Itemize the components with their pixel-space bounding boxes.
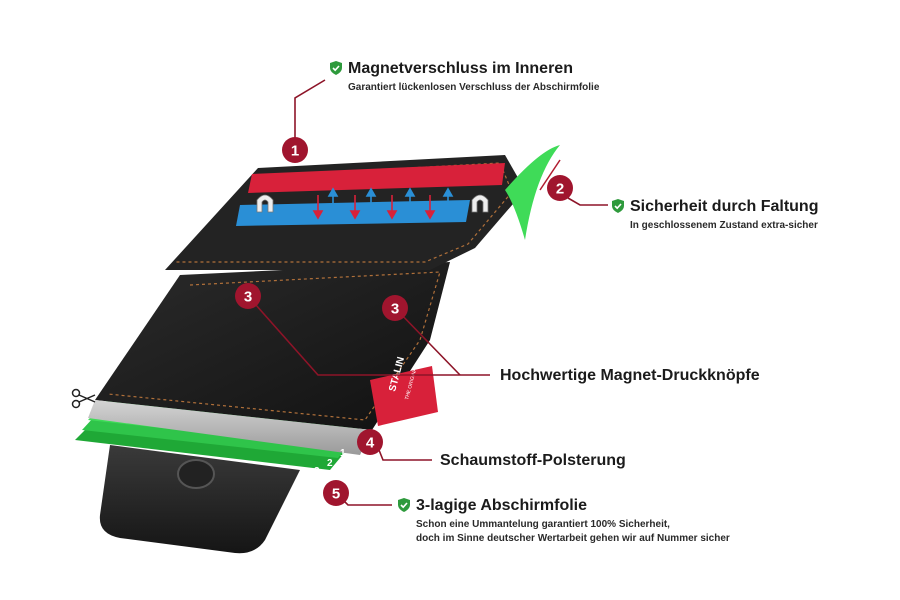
shield-check-icon [612,199,624,213]
foam-band [88,400,372,455]
callout-1-title: Magnetverschluss im Inneren [348,60,573,77]
callout-5-subtitle-line2: doch im Sinne deutscher Wertarbeit gehen… [416,533,730,544]
magnet-icon [256,194,274,213]
pouch-body [88,262,450,455]
callout-2: Sicherheit durch Faltung In geschlossene… [612,198,818,233]
shield-check-icon [330,61,342,75]
callout-5-subtitle-line1: Schon eine Ummantelung garantiert 100% S… [416,519,670,530]
callout-2-title: Sicherheit durch Faltung [630,198,819,215]
badge-3-left: 3 [235,283,261,309]
fold-detail [505,145,561,240]
callout-5: 3-lagige Abschirmfolie Schon eine Ummant… [398,497,730,546]
callout-2-subtitle: In geschlossenem Zustand extra-sicher [630,220,818,231]
badge-5: 5 [323,480,349,506]
phone [99,445,300,554]
callout-4-title: Schaumstoff-Polsterung [440,452,626,469]
home-button [177,459,215,489]
callout-1: Magnetverschluss im Inneren Garantiert l… [330,60,599,95]
red-band [248,163,505,193]
callout-3: Hochwertige Magnet-Druckknöpfe [500,367,760,385]
svg-text:5: 5 [332,486,340,503]
badge-3-right: 3 [382,295,408,321]
badge-4: 4 [357,429,383,455]
layer-number: 1 [340,448,346,459]
layer-number: 2 [327,458,333,469]
layer-number: 3 [314,466,320,477]
svg-text:3: 3 [391,301,399,318]
magnet-icon [471,194,489,213]
callout-4: Schaumstoff-Polsterung [440,452,626,470]
svg-text:1: 1 [291,143,299,160]
svg-text:3: 3 [244,289,252,306]
badge-1: 1 [282,137,308,163]
pouch-flap [165,155,525,270]
callout-1-subtitle: Garantiert lückenlosen Verschluss der Ab… [348,82,600,93]
svg-text:2: 2 [556,181,564,198]
badge-2: 2 [547,175,573,201]
callout-5-title: 3-lagige Abschirmfolie [416,497,587,514]
svg-text:4: 4 [366,435,375,452]
scissors-icon [71,388,96,409]
shield-check-icon [398,498,410,512]
callout-3-title: Hochwertige Magnet-Druckknöpfe [500,367,760,384]
